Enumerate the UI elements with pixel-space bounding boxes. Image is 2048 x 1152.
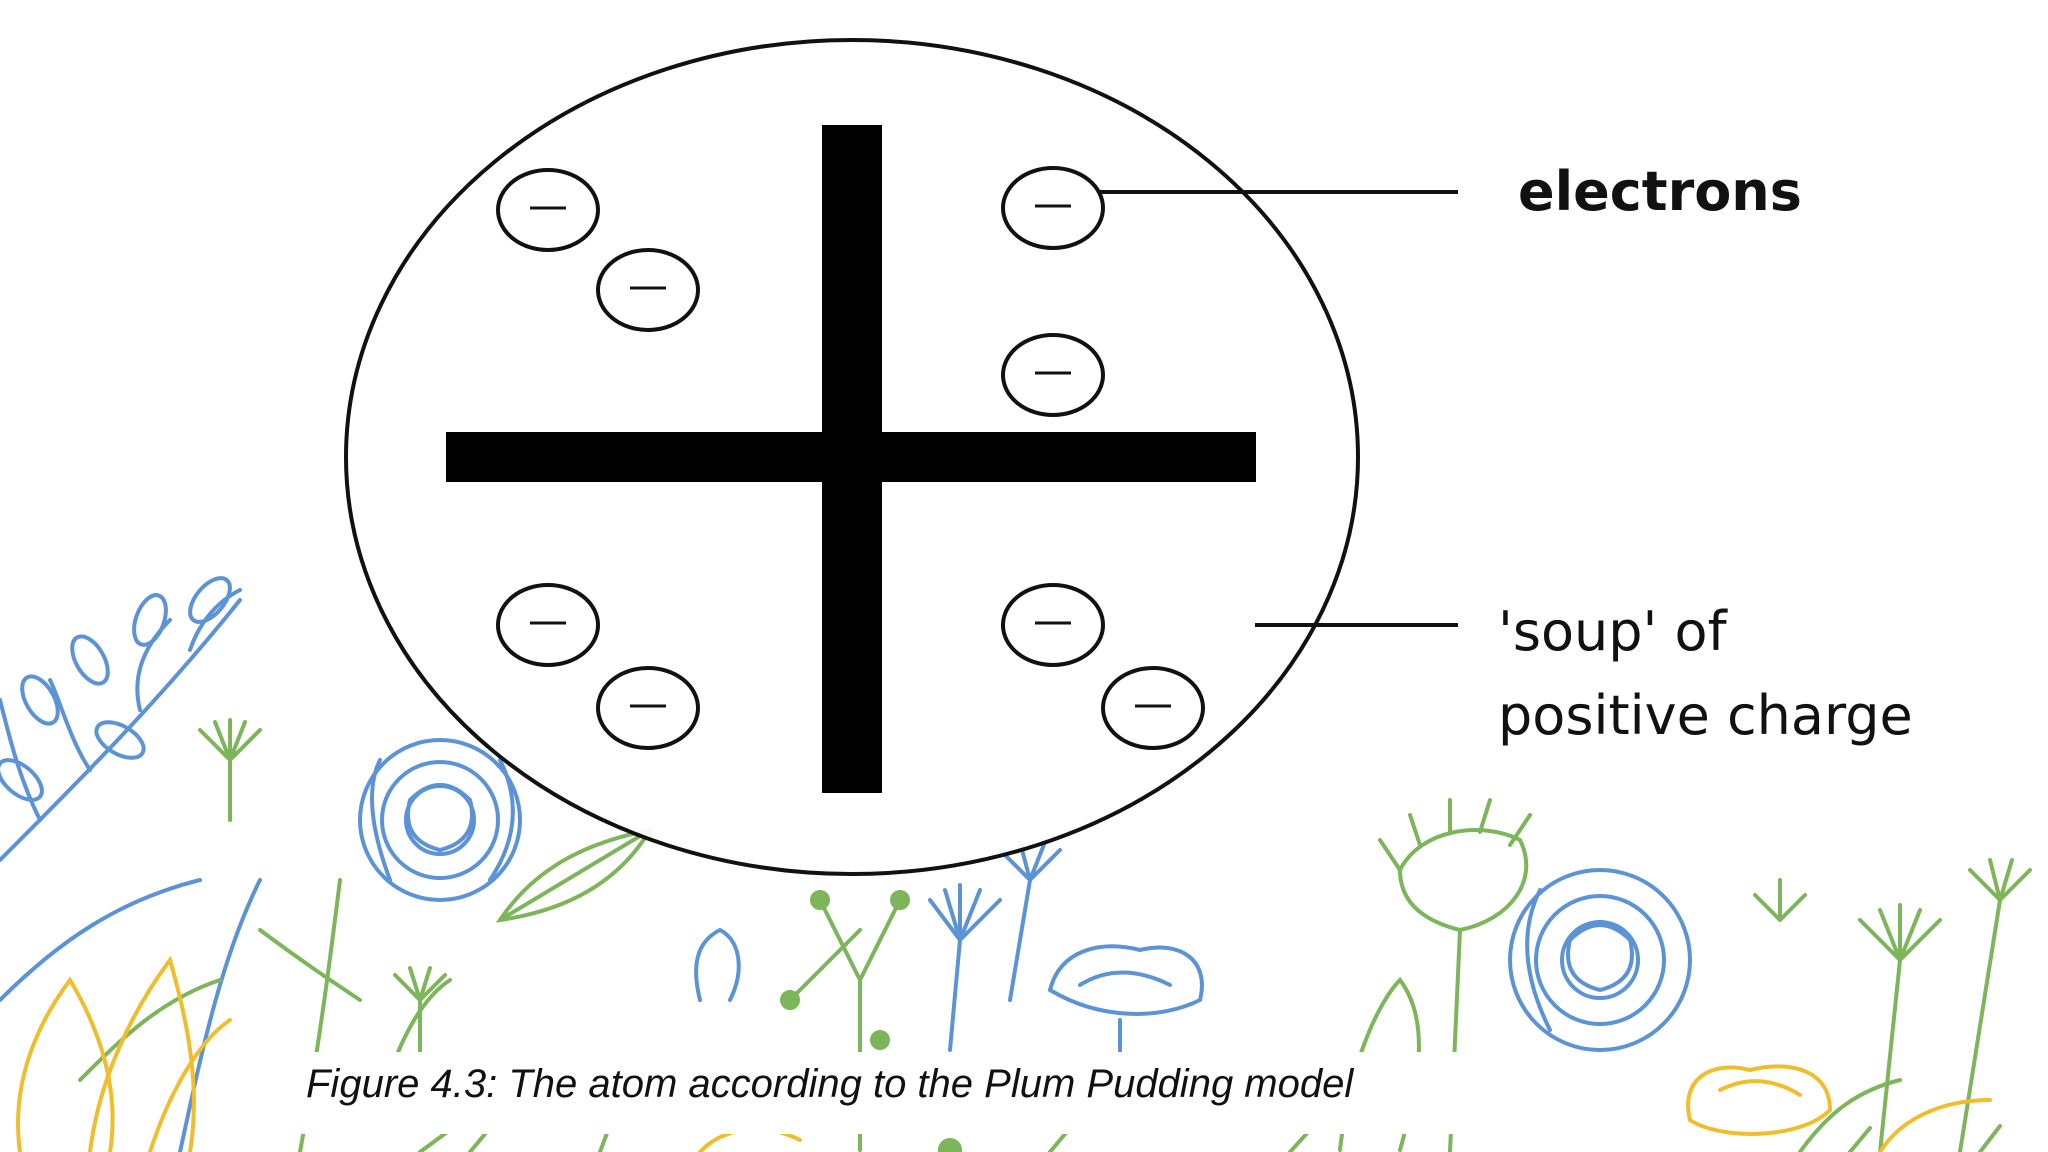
blue-umbel-center — [694, 840, 1062, 1052]
blue-rose-right — [1508, 868, 1692, 1052]
electron-icon — [1101, 666, 1205, 750]
blue-branch-left — [0, 576, 262, 1152]
plus-sign-icon — [446, 125, 1256, 793]
electron-icon — [596, 248, 700, 332]
electron-icon — [1001, 333, 1105, 417]
electron-icon — [596, 666, 700, 750]
electron-icon — [1001, 583, 1105, 667]
green-umbel-right — [1753, 858, 2032, 1152]
blue-rose-left — [358, 738, 522, 902]
green-grass-bottom — [418, 1123, 2002, 1152]
caption-background — [282, 1052, 1622, 1134]
soup-label: 'soup' of positive charge — [1498, 590, 1913, 758]
electron-icon — [1001, 166, 1105, 250]
figure-caption: Figure 4.3: The atom according to the Pl… — [306, 1062, 1354, 1106]
soup-label-line1: 'soup' of — [1498, 600, 1727, 663]
electrons-label: electrons — [1518, 160, 1802, 223]
yellow-flower-right — [1686, 1064, 1992, 1152]
electron-icon — [496, 168, 600, 252]
green-umbel-left — [198, 718, 447, 1062]
electron-icon — [496, 583, 600, 667]
soup-label-line2: positive charge — [1498, 684, 1913, 747]
